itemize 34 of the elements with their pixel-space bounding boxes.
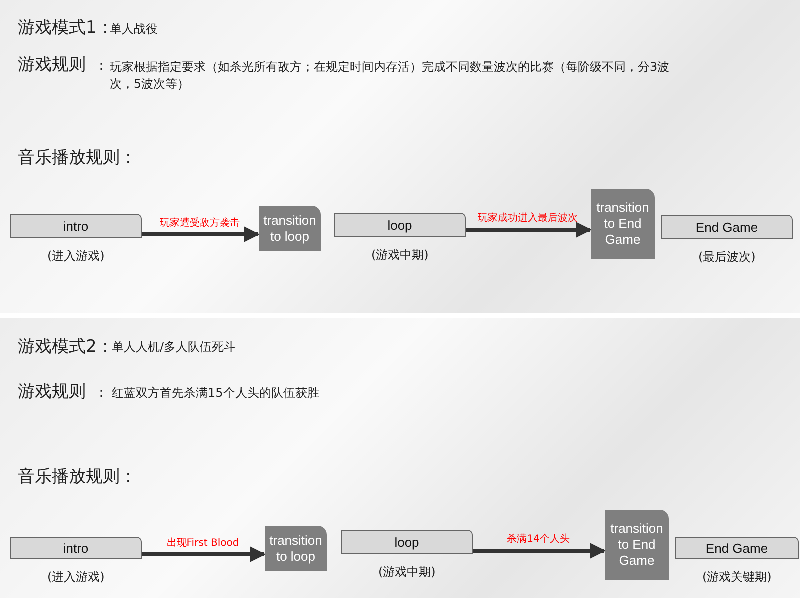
node-caption: (游戏关键期): [702, 569, 772, 586]
section-heading: 音乐播放规则：: [18, 466, 137, 488]
node-caption: (进入游戏): [48, 569, 105, 586]
arrow: [473, 543, 606, 559]
arrow: [466, 222, 592, 238]
node-caption: (进入游戏): [48, 248, 105, 265]
rule-text: 红蓝双方首先杀满15个人头的队伍获胜: [112, 385, 320, 402]
transition-box: transition to End Game: [605, 510, 669, 580]
rule-heading: 游戏规则: [18, 54, 86, 76]
arrow: [142, 226, 260, 242]
section-heading: 音乐播放规则：: [18, 147, 137, 169]
edge-label: 玩家成功进入最后波次: [478, 212, 578, 225]
colon: ：: [95, 58, 108, 75]
rule-heading: 游戏规则: [18, 381, 86, 403]
node-caption: (游戏中期): [372, 247, 429, 264]
mode-heading: 游戏模式2：: [18, 336, 114, 358]
edge-label: 玩家遭受敌方袭击: [160, 216, 240, 230]
process-box: intro: [10, 537, 142, 559]
edge-label: 杀满14个人头: [507, 532, 570, 546]
mode-text: 单人人机/多人队伍死斗: [112, 339, 236, 356]
transition-box: transition to loop: [259, 206, 321, 251]
colon: ：: [95, 385, 108, 402]
edge-label: 出现First Blood: [166, 536, 240, 550]
transition-box: transition to End Game: [591, 189, 655, 259]
process-box: intro: [10, 214, 142, 238]
process-box: loop: [341, 530, 473, 554]
arrow: [142, 546, 266, 562]
process-box: End Game: [675, 537, 799, 559]
node-caption: (游戏中期): [378, 564, 436, 581]
process-box: loop: [334, 213, 466, 237]
transition-box: transition to loop: [265, 526, 327, 571]
rule-text: 玩家根据指定要求（如杀光所有敌方；在规定时间内存活）完成不同数量波次的比赛（每阶级不同，分3波次，5波次等）: [110, 59, 670, 93]
node-caption: (最后波次): [698, 249, 756, 266]
process-box: End Game: [661, 215, 793, 239]
